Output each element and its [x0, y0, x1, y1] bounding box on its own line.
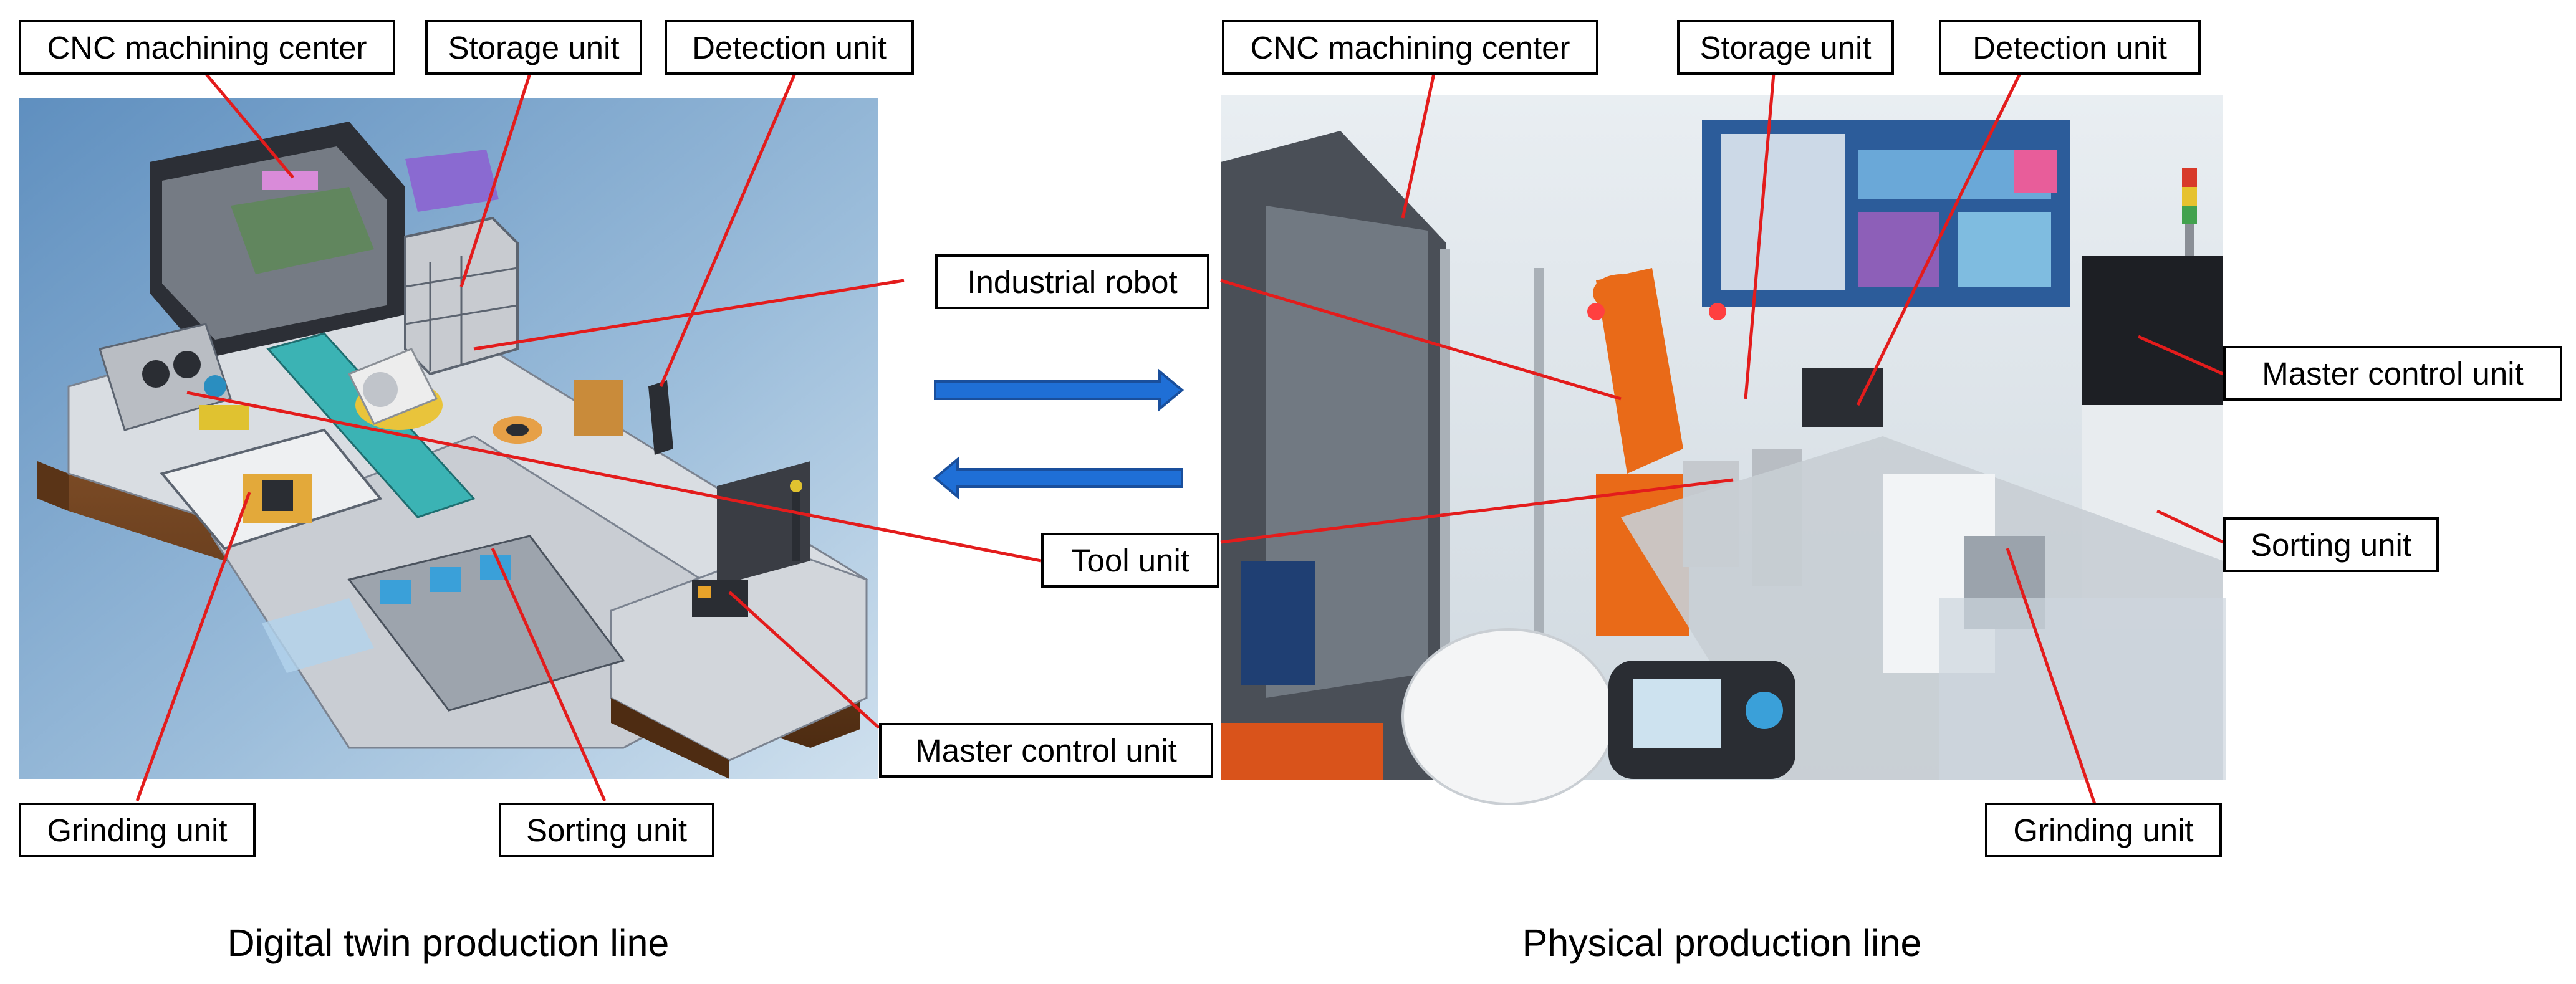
- leader-lines: [135, 72, 2224, 805]
- label-master-control-center: Master control unit: [879, 723, 1213, 778]
- label-tool-unit: Tool unit: [1041, 533, 1219, 588]
- left-arrow: [933, 456, 1183, 500]
- dt-label-sorting: Sorting unit: [499, 803, 714, 857]
- phys-label-detection: Detection unit: [1939, 20, 2201, 75]
- label-industrial-robot: Industrial robot: [935, 254, 1209, 309]
- phys-label-storage: Storage unit: [1677, 20, 1894, 75]
- dt-label-storage: Storage unit: [425, 20, 642, 75]
- phys-label-cnc: CNC machining center: [1222, 20, 1598, 75]
- phys-label-grinding: Grinding unit: [1985, 803, 2222, 857]
- phys-label-master-control: Master control unit: [2223, 346, 2562, 401]
- dt-label-grinding: Grinding unit: [19, 803, 256, 857]
- caption-digital-twin: Digital twin production line: [227, 922, 670, 964]
- phys-label-sorting: Sorting unit: [2223, 517, 2439, 572]
- caption-physical: Physical production line: [1522, 922, 1922, 964]
- right-arrow: [934, 368, 1185, 412]
- dt-label-detection: Detection unit: [665, 20, 914, 75]
- dt-label-cnc: CNC machining center: [19, 20, 395, 75]
